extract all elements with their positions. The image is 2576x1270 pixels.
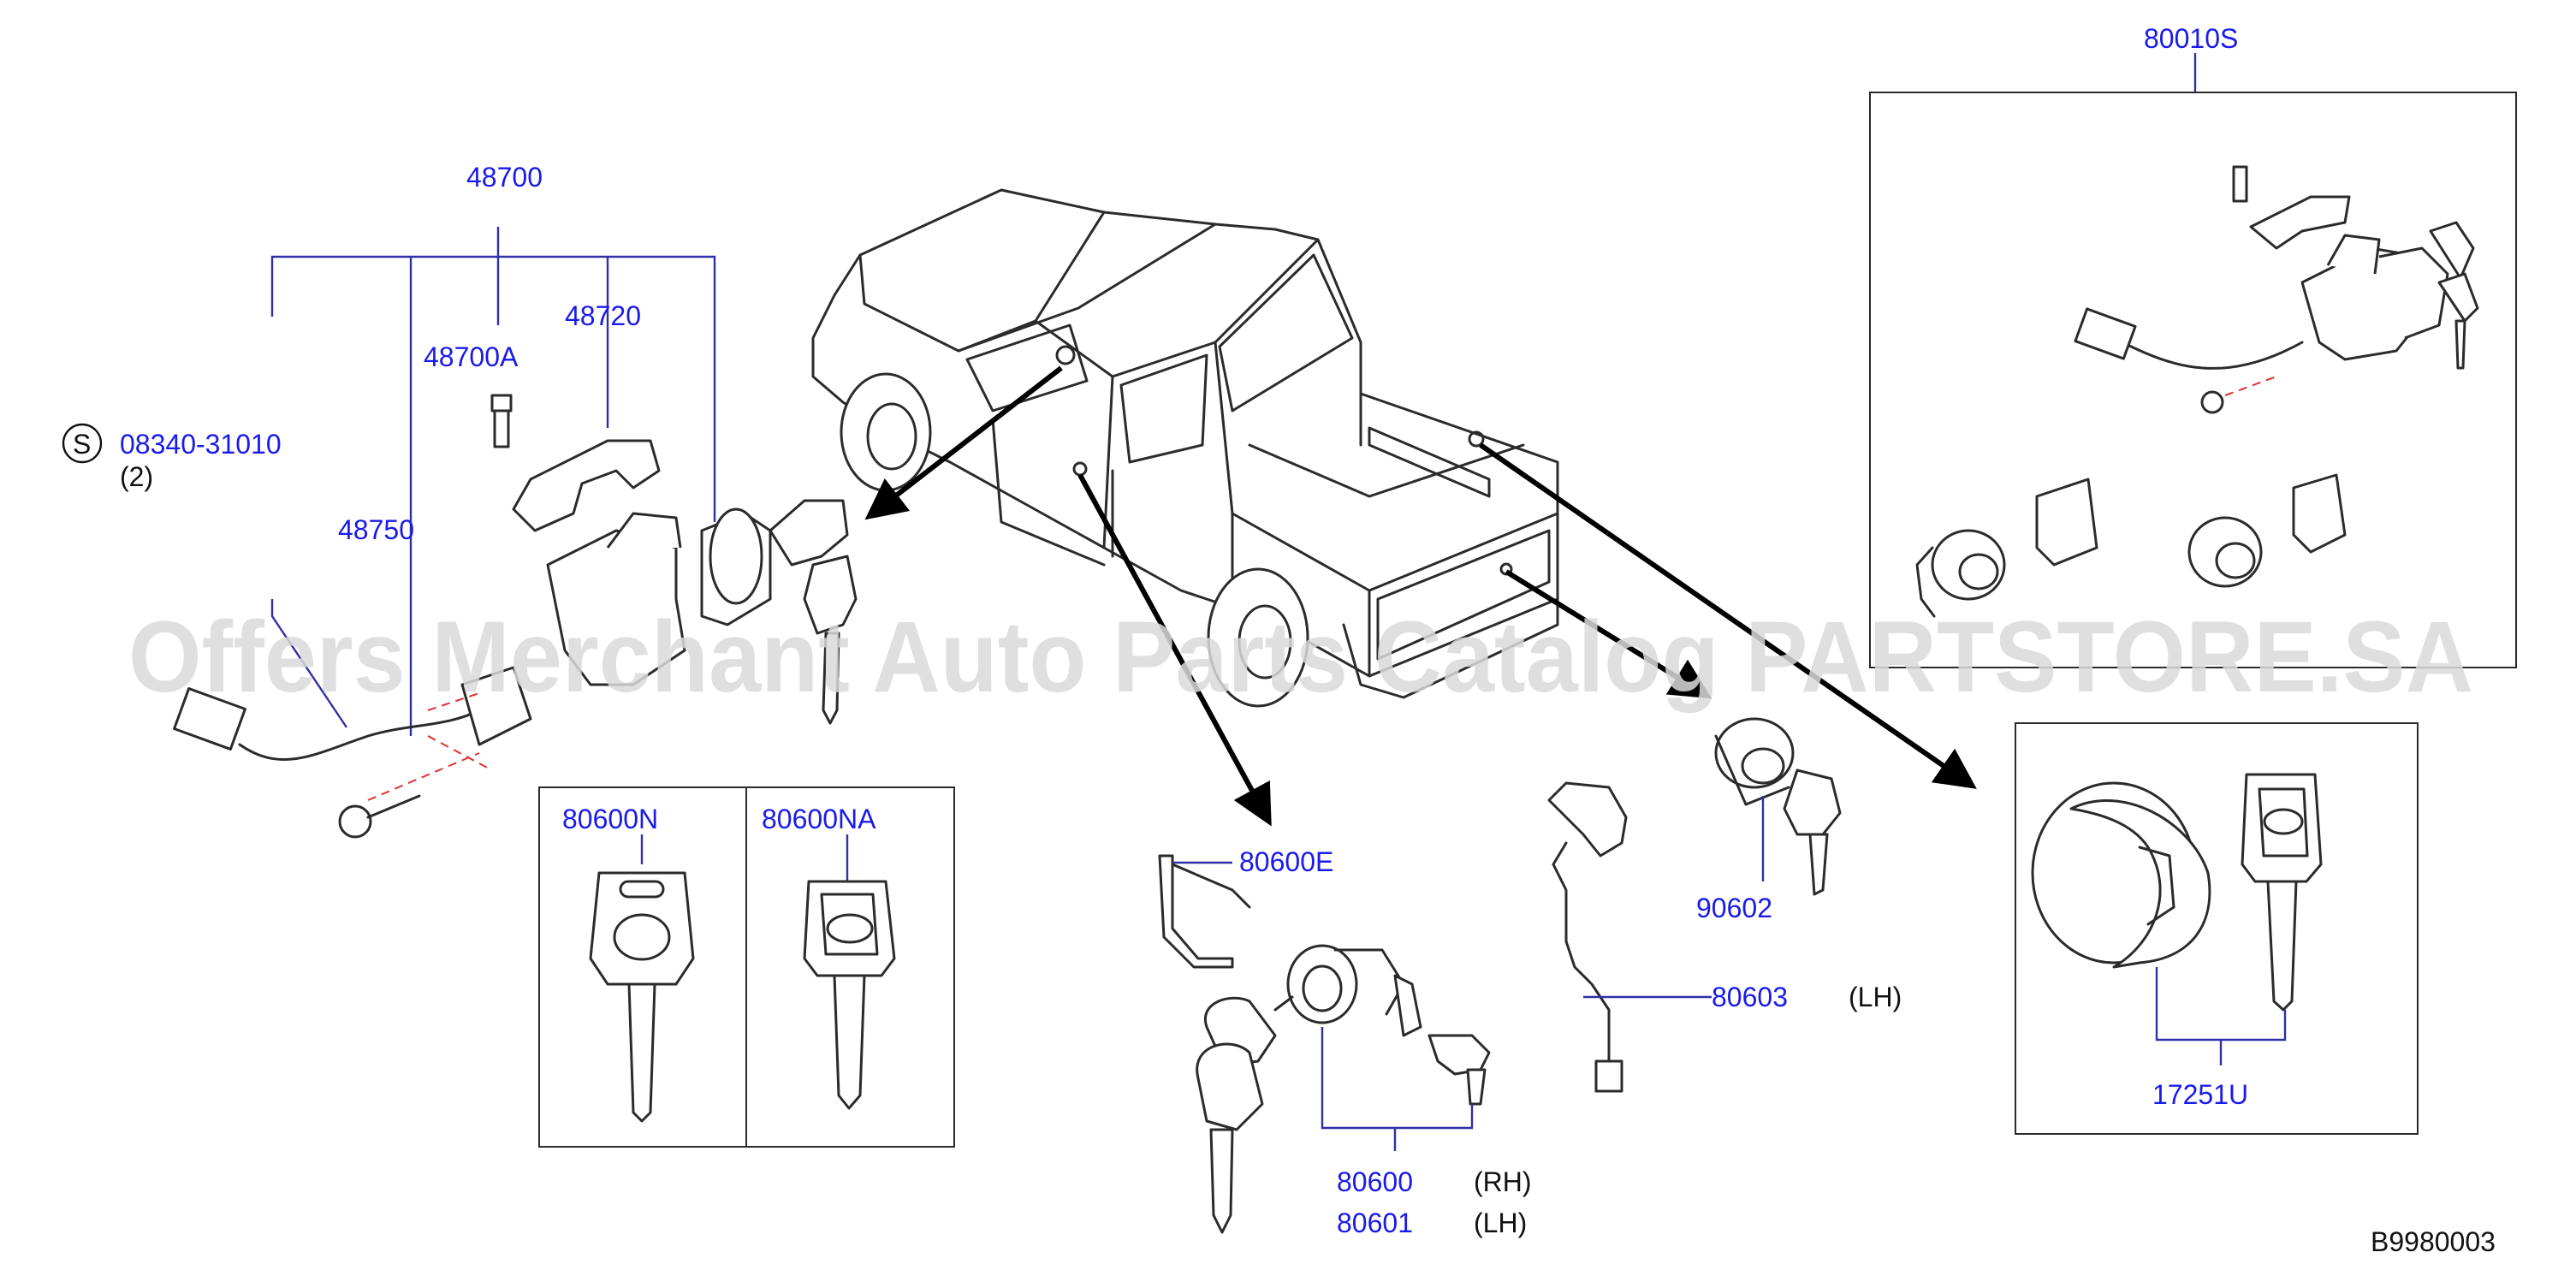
part-label-48700[interactable]: 48700	[466, 162, 543, 193]
part-label-08340-31010[interactable]: 08340-31010	[120, 429, 282, 460]
part-label-80600NA[interactable]: 80600NA	[762, 804, 876, 834]
watermark-text: Offers Merchant Auto Parts Catalog PARTS…	[128, 601, 2473, 714]
part-label-80010S[interactable]: 80010S	[2144, 23, 2238, 54]
pointer-arrows	[864, 365, 1977, 827]
side-note-lh-80603: (LH)	[1849, 982, 1902, 1012]
standard-part-symbol-letter: S	[73, 429, 91, 460]
part-label-17251U[interactable]: 17251U	[2152, 1079, 2248, 1110]
side-note-rh: (RH)	[1474, 1166, 1532, 1197]
door-lock-cylinder	[1158, 854, 1491, 1234]
part-label-80600N[interactable]: 80600N	[562, 804, 658, 834]
part-label-80600[interactable]: 80600	[1337, 1166, 1413, 1197]
figure-code: B9980003	[2371, 1226, 2496, 1257]
part-label-48700A[interactable]: 48700A	[424, 341, 519, 372]
lock-set-kit-box	[1869, 53, 2517, 668]
part-label-80600E[interactable]: 80600E	[1239, 846, 1333, 877]
part-label-90602[interactable]: 90602	[1696, 893, 1772, 923]
part-label-48750[interactable]: 48750	[338, 514, 414, 545]
cylinder-key-box	[2015, 722, 2419, 1135]
standard-part-symbol	[62, 423, 103, 464]
ignition-lock-assembly	[173, 227, 858, 839]
part-label-80603[interactable]: 80603	[1712, 982, 1788, 1012]
key-blanks-box	[538, 786, 955, 1148]
tailgate-lock-cylinder	[1714, 717, 1842, 896]
pickup-truck-illustration	[811, 188, 1559, 708]
lock-rod	[1547, 781, 1712, 1093]
part-label-48720[interactable]: 48720	[565, 300, 641, 331]
quantity-note: (2)	[120, 461, 153, 492]
side-note-lh-80601: (LH)	[1474, 1208, 1527, 1238]
part-label-80601[interactable]: 80601	[1337, 1208, 1413, 1238]
